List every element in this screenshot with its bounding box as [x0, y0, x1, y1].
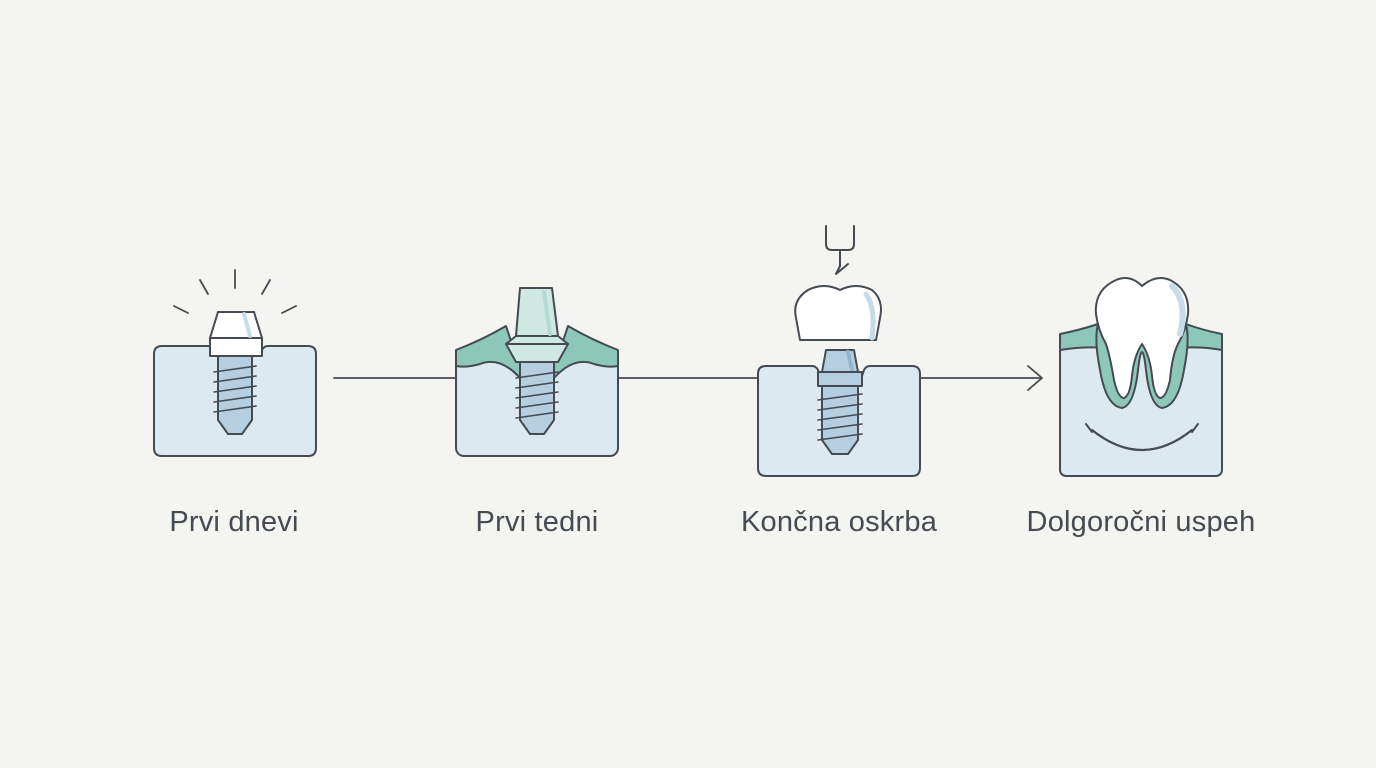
screw-threads: [213, 365, 257, 413]
step-2-illustration: [455, 287, 619, 457]
step-1-illustration: [153, 269, 317, 457]
step-label-2: Prvi tedni: [475, 506, 599, 538]
dental-tool-icon: [825, 225, 855, 275]
healing-cap: [209, 311, 263, 357]
gum-tissue: [455, 325, 521, 379]
step-label-1: Prvi dnevi: [169, 506, 299, 538]
step-4-illustration: [1059, 277, 1223, 477]
step-label-4: Dolgoročni uspeh: [1026, 506, 1256, 538]
gum-tissue: [553, 325, 619, 379]
screw-threads: [515, 371, 559, 419]
timeline-connector: [333, 365, 1043, 391]
tooth: [1094, 277, 1190, 399]
smile-icon: [1090, 428, 1194, 451]
sparkle-icon: [173, 269, 297, 314]
screw-threads: [817, 393, 863, 441]
crown: [794, 285, 882, 341]
abutment: [505, 287, 569, 363]
step-3-illustration: [757, 225, 921, 477]
arrow-head-icon: [1027, 365, 1043, 391]
step-label-3: Končna oskrba: [740, 506, 938, 538]
